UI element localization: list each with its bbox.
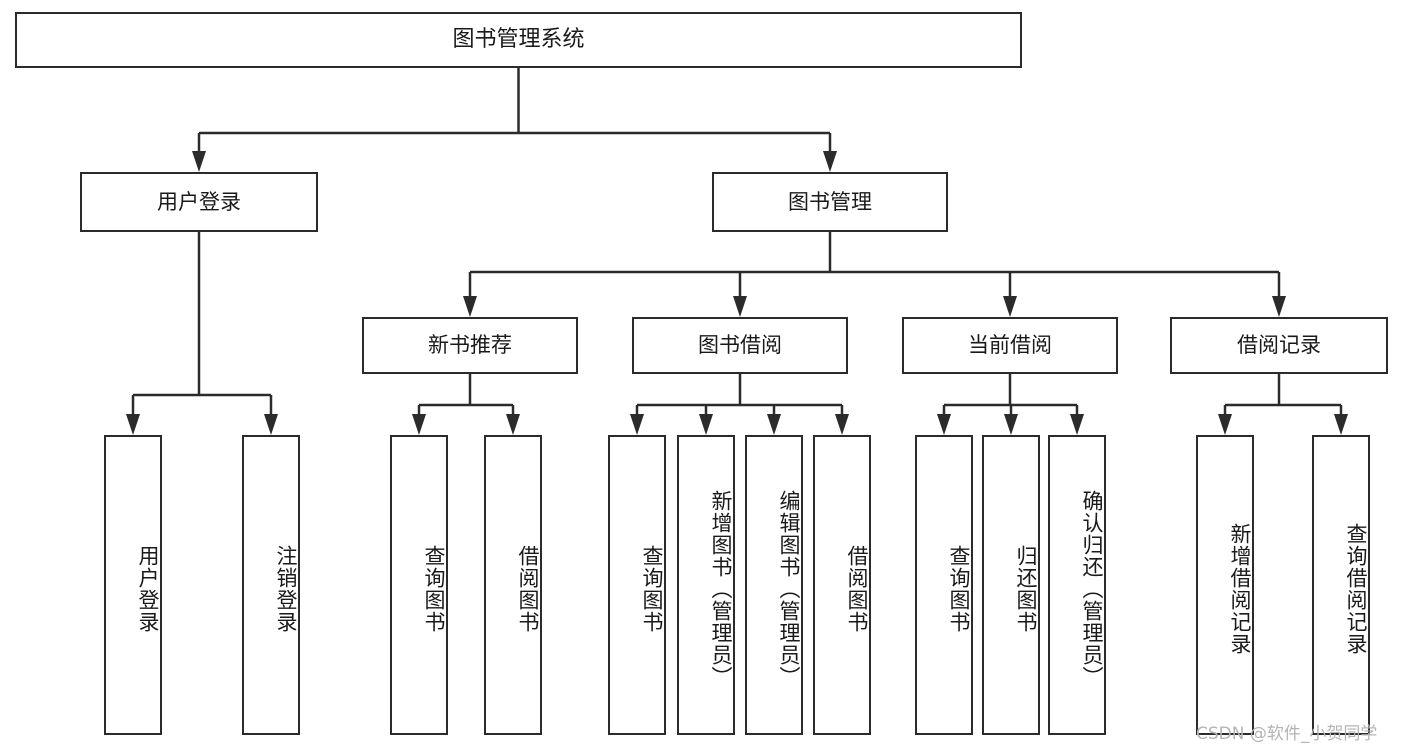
arrowhead-c_confirm xyxy=(1070,414,1084,435)
node-c_return[interactable]: 归还图书 xyxy=(982,435,1040,735)
node-label-current: 当前借阅 xyxy=(968,333,1052,358)
node-label-borrow: 图书借阅 xyxy=(698,333,782,358)
node-n_borrow[interactable]: 借阅图书 xyxy=(484,435,542,735)
node-c_query[interactable]: 查询图书 xyxy=(915,435,973,735)
arrowhead-c_return xyxy=(1004,414,1018,435)
node-b_query[interactable]: 查询图书 xyxy=(608,435,666,735)
node-label-n_borrow: 借阅图书 xyxy=(516,545,540,633)
node-r_query[interactable]: 查询借阅记录 xyxy=(1312,435,1370,735)
node-label-login: 用户登录 xyxy=(157,189,241,214)
arrowhead-n_borrow xyxy=(506,414,520,435)
node-label-c_confirm: 确认归还（管理员） xyxy=(1080,490,1104,688)
node-label-b_loan: 借阅图书 xyxy=(845,545,869,633)
arrowhead-c_query xyxy=(937,414,951,435)
node-c_confirm[interactable]: 确认归还（管理员） xyxy=(1048,435,1106,735)
csdn-watermark: CSDN @软件_小贺同学 xyxy=(1196,724,1378,744)
node-n_query[interactable]: 查询图书 xyxy=(390,435,448,735)
node-label-r_add: 新增借阅记录 xyxy=(1228,523,1252,655)
node-r_add[interactable]: 新增借阅记录 xyxy=(1196,435,1254,735)
arrowhead-records xyxy=(1272,296,1286,317)
arrowhead-bookmgmt xyxy=(823,151,837,172)
node-b_edit[interactable]: 编辑图书（管理员） xyxy=(745,435,803,735)
arrowhead-newbook xyxy=(463,296,477,317)
node-current[interactable]: 当前借阅 xyxy=(902,317,1118,374)
arrowhead-b_add xyxy=(699,414,713,435)
node-records[interactable]: 借阅记录 xyxy=(1170,317,1388,374)
node-l_logout[interactable]: 注销登录 xyxy=(242,435,300,735)
arrowhead-login xyxy=(192,151,206,172)
node-label-root: 图书管理系统 xyxy=(452,27,585,53)
arrowhead-l_logout xyxy=(264,414,278,435)
arrowhead-r_query xyxy=(1334,414,1348,435)
node-label-n_query: 查询图书 xyxy=(422,545,446,633)
node-newbook[interactable]: 新书推荐 xyxy=(362,317,578,374)
node-b_loan[interactable]: 借阅图书 xyxy=(813,435,871,735)
node-label-c_return: 归还图书 xyxy=(1014,545,1038,633)
node-label-c_query: 查询图书 xyxy=(947,545,971,633)
node-label-l_logout: 注销登录 xyxy=(274,545,298,633)
arrowhead-borrow xyxy=(733,296,747,317)
arrowhead-n_query xyxy=(412,414,426,435)
node-label-b_query: 查询图书 xyxy=(640,545,664,633)
arrowhead-b_edit xyxy=(767,414,781,435)
node-label-records: 借阅记录 xyxy=(1237,333,1321,358)
node-label-b_edit: 编辑图书（管理员） xyxy=(777,490,801,688)
node-label-b_add: 新增图书（管理员） xyxy=(709,490,733,688)
node-b_add[interactable]: 新增图书（管理员） xyxy=(677,435,735,735)
arrowhead-current xyxy=(1003,296,1017,317)
node-login[interactable]: 用户登录 xyxy=(80,172,318,232)
arrowhead-b_loan xyxy=(835,414,849,435)
node-label-newbook: 新书推荐 xyxy=(428,333,512,358)
node-borrow[interactable]: 图书借阅 xyxy=(632,317,848,374)
node-label-l_login: 用户登录 xyxy=(136,545,160,633)
arrowhead-b_query xyxy=(630,414,644,435)
arrowhead-l_login xyxy=(126,414,140,435)
node-bookmgmt[interactable]: 图书管理 xyxy=(712,172,948,232)
node-l_login[interactable]: 用户登录 xyxy=(104,435,162,735)
node-label-r_query: 查询借阅记录 xyxy=(1344,523,1368,655)
arrowhead-r_add xyxy=(1218,414,1232,435)
node-label-bookmgmt: 图书管理 xyxy=(788,189,872,214)
node-root[interactable]: 图书管理系统 xyxy=(15,12,1022,68)
